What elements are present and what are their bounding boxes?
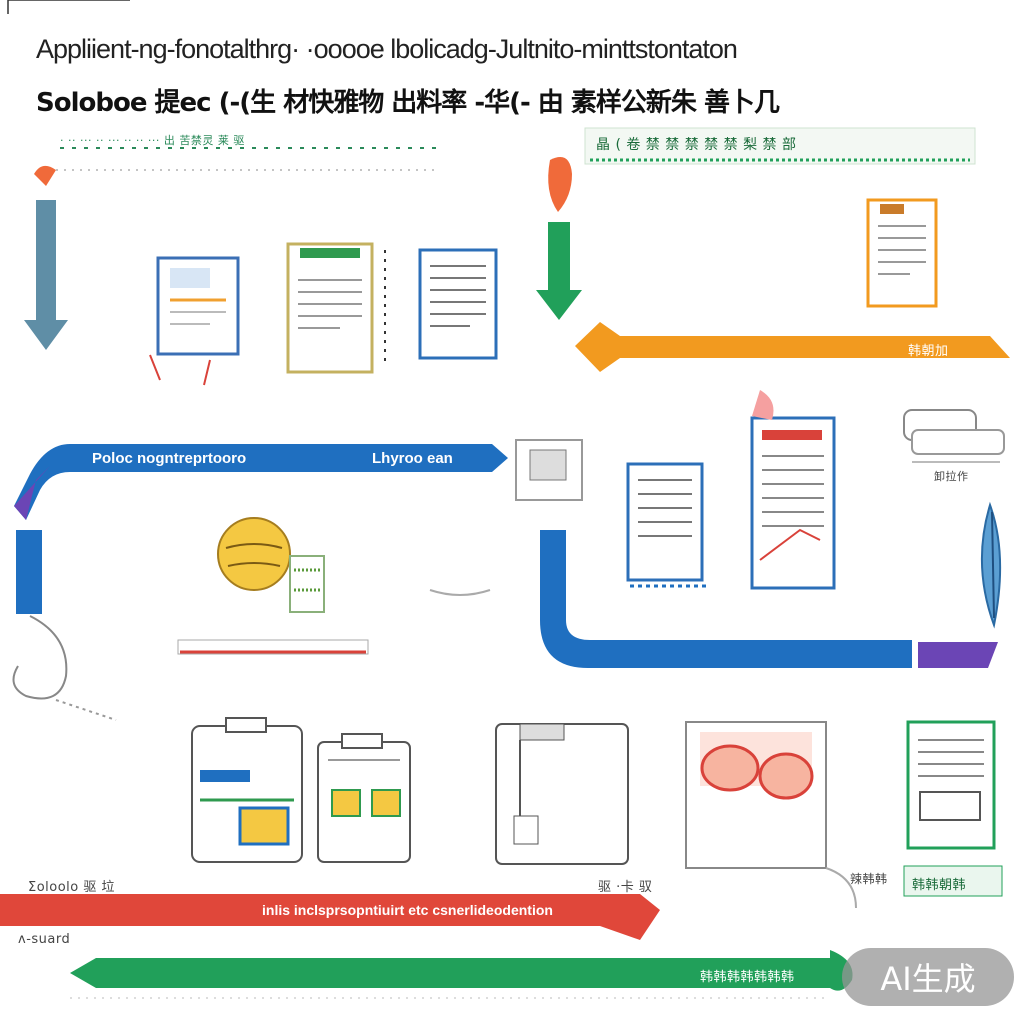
orange-drop-mark bbox=[34, 165, 56, 186]
purple-band-tip bbox=[14, 466, 50, 520]
green-band-tag: 韩韩韩韩韩韩韩 bbox=[700, 970, 795, 985]
bottom-mid-note: 驱 ·卡 驭 bbox=[598, 880, 653, 895]
file-cabinet-icon bbox=[429, 439, 583, 596]
ai-generated-badge: AI生成 bbox=[842, 948, 1014, 1006]
top-right-strip bbox=[584, 127, 976, 165]
top-left-strip-label: · ·· ··· ·· ··· ·· ·· ··· 出 苦禁灵 莱 驱 bbox=[60, 134, 245, 147]
clipboard-icon bbox=[286, 242, 386, 374]
page-title: Appliient-ng-fonotalthrg· ·ooooe lbolica… bbox=[36, 34, 738, 64]
kiosk-icon bbox=[495, 723, 629, 865]
frame-corner bbox=[7, 0, 130, 14]
orange-arrow-tag: 韩朝加 bbox=[908, 344, 949, 359]
blue-band-right-label: Lhyroo ean bbox=[372, 450, 453, 467]
cable-curve bbox=[12, 615, 68, 700]
top-right-strip-label: 晶 ( 卷 禁 禁 禁 禁 禁 梨 禁 部 bbox=[596, 137, 797, 153]
blue-top-band bbox=[14, 444, 508, 520]
food-bowl-icon bbox=[685, 721, 857, 909]
left-footnote: ʌ-suard bbox=[18, 932, 71, 947]
paper-roll-icon bbox=[903, 409, 1005, 463]
blue-left-column bbox=[16, 530, 42, 614]
blue-band-left-label: Poloc nogntreprtooro bbox=[92, 450, 247, 467]
green-tag-label: 韩韩朝韩 bbox=[912, 878, 967, 893]
red-band bbox=[0, 894, 660, 940]
folder-icon bbox=[317, 733, 411, 863]
pink-flag bbox=[752, 390, 774, 420]
blue-u-band bbox=[540, 530, 912, 668]
cable-tail bbox=[55, 699, 117, 721]
green-down-arrow bbox=[536, 222, 582, 320]
steel-down-arrow bbox=[24, 200, 68, 350]
bottom-left-note: Ʃoloolo 驱 垃 bbox=[28, 880, 116, 895]
document-stack-icon bbox=[149, 256, 240, 386]
report-icon bbox=[418, 248, 498, 360]
green-tag-box bbox=[903, 865, 1003, 897]
red-band-label: inlis inclsprsopntiuirt etc csnerlideode… bbox=[262, 902, 553, 918]
folder-icon bbox=[191, 717, 303, 863]
food-bowl-icon bbox=[217, 517, 325, 613]
report-icon bbox=[906, 720, 996, 850]
page-subtitle: Soloboe 提ec (-(生 材快雅物 出料率 -华(- 由 素样公新朱 善… bbox=[36, 88, 780, 118]
clipboard-icon bbox=[750, 390, 836, 590]
green-side-note: 辣韩韩 bbox=[850, 872, 888, 886]
notepad-icon bbox=[866, 198, 938, 308]
report-icon bbox=[626, 462, 708, 588]
orange-swoosh bbox=[548, 157, 572, 212]
green-band bbox=[70, 958, 830, 988]
orange-left-arrow bbox=[575, 322, 1010, 372]
leaf-icon bbox=[980, 501, 1002, 629]
right-note: 卸拉作 bbox=[934, 470, 969, 483]
purple-u-tip bbox=[918, 642, 998, 668]
